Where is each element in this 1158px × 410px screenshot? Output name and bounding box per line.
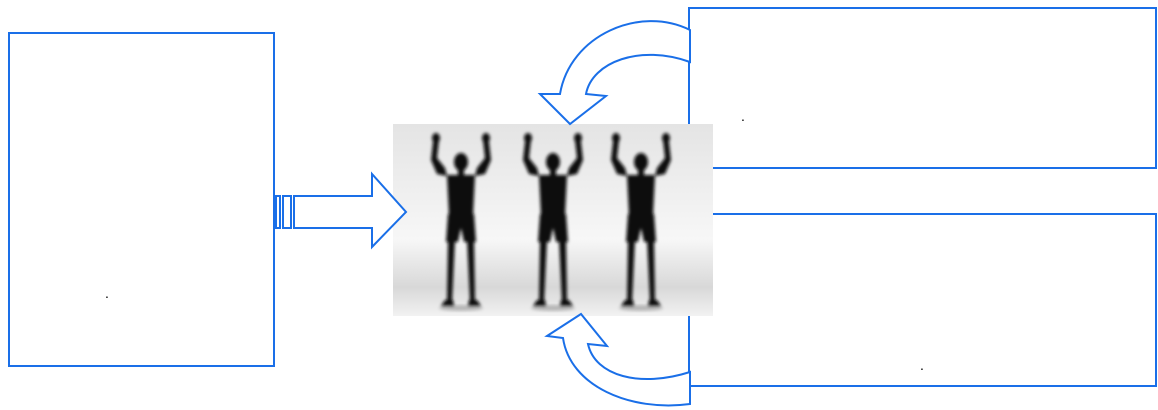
curved-arrow-top [537, 20, 691, 126]
right-bottom-box-text: . [920, 357, 924, 373]
right-top-box-text: . [741, 108, 745, 124]
right-top-text-box: . [688, 7, 1157, 169]
right-arrow [275, 171, 408, 250]
left-text-box: . [8, 32, 275, 367]
arrow-tail-bar-2 [282, 195, 292, 229]
arrow-tail-bar-1 [275, 195, 281, 229]
arrow-body [293, 171, 408, 250]
left-box-text: . [105, 285, 109, 301]
curved-arrow-bottom [544, 312, 691, 407]
silhouettes-image [393, 124, 713, 316]
right-bottom-text-box: . [688, 213, 1157, 387]
